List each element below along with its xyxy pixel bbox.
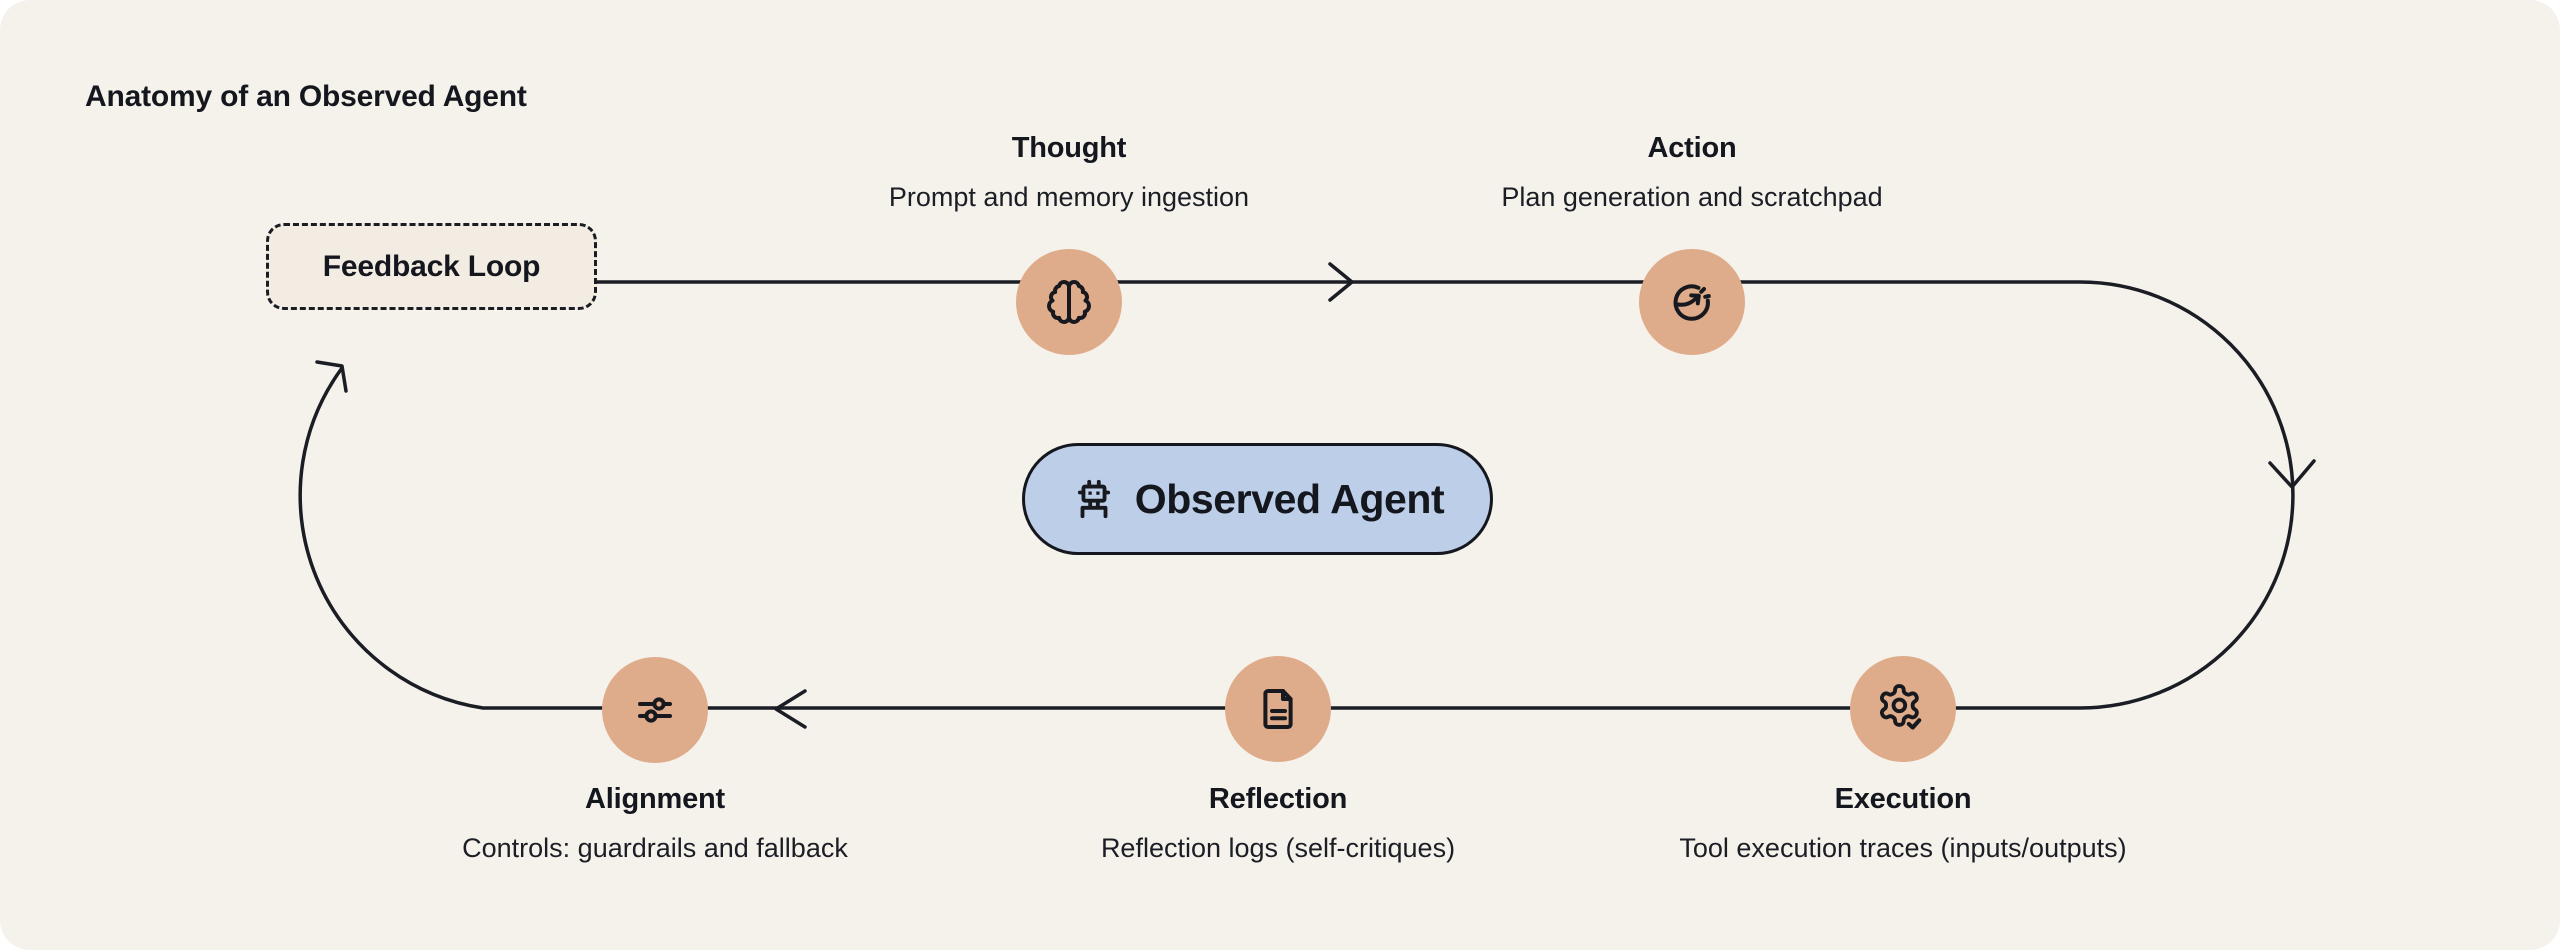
sliders-icon — [638, 697, 672, 723]
node-reflection-label: Reflection Reflection logs (self-critiqu… — [978, 779, 1578, 865]
node-execution-label: Execution Tool execution traces (inputs/… — [1603, 779, 2203, 865]
node-title: Reflection — [1208, 783, 1348, 815]
node-subtitle: Reflection logs (self-critiques) — [1100, 833, 1456, 863]
brain-icon — [1047, 279, 1091, 324]
node-action-label: Action Plan generation and scratchpad — [1392, 128, 1992, 214]
node-thought — [1016, 249, 1122, 355]
arrow-down-icon — [2268, 459, 2316, 489]
observed-agent-label: Observed Agent — [1134, 475, 1445, 522]
node-alignment — [602, 657, 708, 763]
feedback-loop-box: Feedback Loop — [266, 223, 597, 310]
arrow-right-icon — [1328, 262, 1354, 302]
feedback-loop-label: Feedback Loop — [322, 249, 541, 283]
node-title: Alignment — [585, 783, 725, 815]
node-thought-label: Thought Prompt and memory ingestion — [769, 128, 1369, 214]
node-subtitle: Controls: guardrails and fallback — [462, 833, 848, 863]
node-subtitle: Plan generation and scratchpad — [1501, 182, 1883, 212]
node-title: Execution — [1834, 783, 1972, 815]
observed-agent-pill: Observed Agent — [1022, 443, 1493, 555]
robot-icon — [1077, 479, 1110, 519]
gear-check-icon — [1880, 684, 1922, 730]
gauge-arrow-icon — [1673, 284, 1711, 321]
document-icon — [1263, 689, 1293, 729]
arrow-up-right-icon — [315, 360, 348, 393]
node-execution — [1850, 656, 1956, 762]
node-title: Action — [1647, 132, 1737, 164]
node-action — [1639, 249, 1745, 355]
node-subtitle: Prompt and memory ingestion — [888, 182, 1250, 212]
node-reflection — [1225, 656, 1331, 762]
arrow-left-icon — [774, 689, 807, 729]
node-subtitle: Tool execution traces (inputs/outputs) — [1679, 833, 2127, 863]
page-title: Anatomy of an Observed Agent — [85, 80, 527, 113]
node-alignment-label: Alignment Controls: guardrails and fallb… — [355, 779, 955, 865]
node-title: Thought — [1011, 132, 1127, 164]
